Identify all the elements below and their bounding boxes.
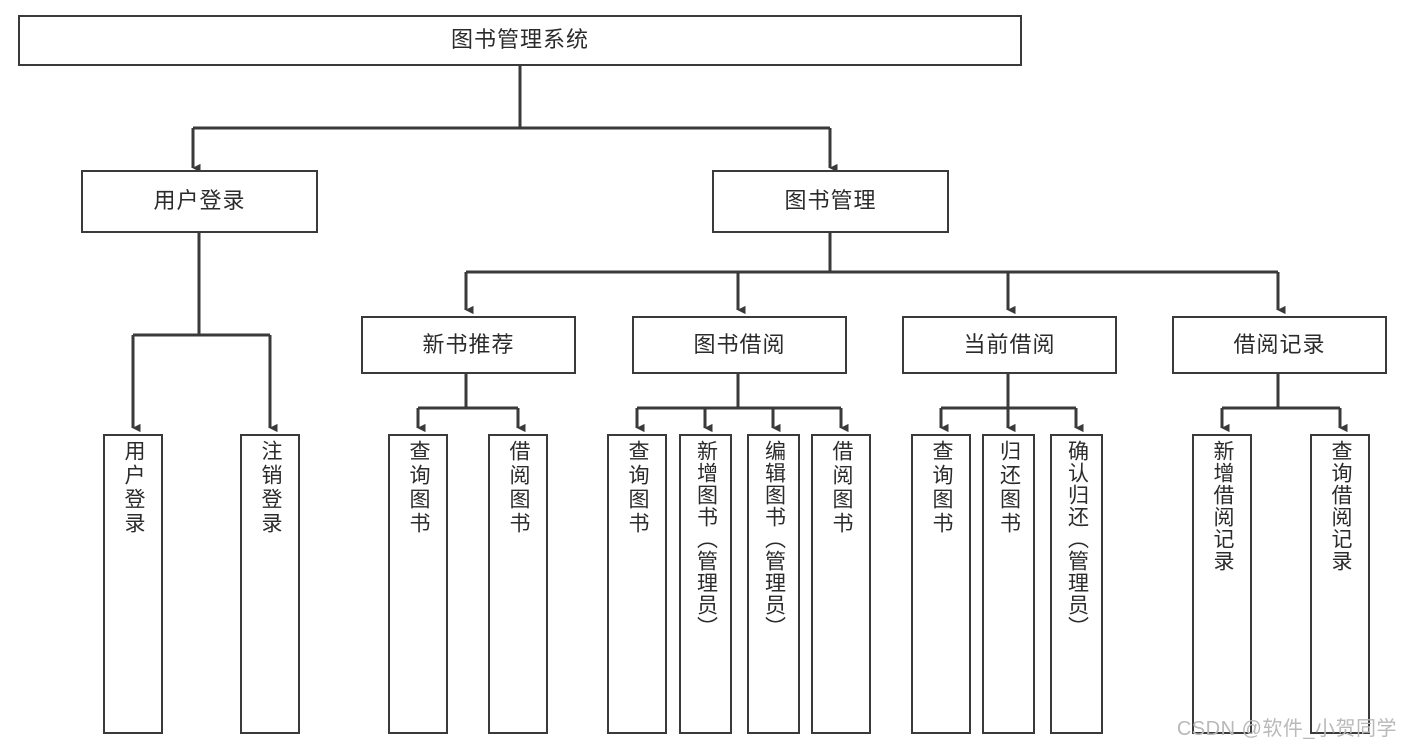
csdn-watermark: CSDN @软件_小贺同学 bbox=[1176, 718, 1397, 740]
leaf-query-book-current[interactable]: 查询图书 bbox=[911, 434, 971, 734]
node-label: 图书借阅 bbox=[693, 331, 786, 357]
node-label: 新增图书（管理员） bbox=[694, 440, 718, 638]
node-label: 查询借阅记录 bbox=[1329, 440, 1353, 572]
leaf-add-book-admin[interactable]: 新增图书（管理员） bbox=[679, 434, 732, 734]
node-borrow-records[interactable]: 借阅记录 bbox=[1172, 316, 1387, 374]
node-label: 借阅记录 bbox=[1233, 331, 1326, 357]
node-label: 归还图书 bbox=[997, 440, 1021, 536]
node-label: 新书推荐 bbox=[422, 331, 515, 357]
leaf-user-login[interactable]: 用户登录 bbox=[103, 434, 163, 734]
node-book-borrow[interactable]: 图书借阅 bbox=[632, 316, 847, 374]
leaf-logout[interactable]: 注销登录 bbox=[240, 434, 300, 734]
node-book-management[interactable]: 图书管理 bbox=[712, 170, 949, 233]
leaf-borrow-book-borrow[interactable]: 借阅图书 bbox=[811, 434, 871, 734]
leaf-confirm-return-admin[interactable]: 确认归还（管理员） bbox=[1050, 434, 1103, 734]
node-current-borrow[interactable]: 当前借阅 bbox=[902, 316, 1117, 374]
node-user-login[interactable]: 用户登录 bbox=[81, 170, 318, 233]
node-label: 查询图书 bbox=[626, 440, 650, 536]
node-label: 确认归还（管理员） bbox=[1065, 440, 1089, 638]
leaf-query-borrow-record[interactable]: 查询借阅记录 bbox=[1310, 434, 1370, 734]
leaf-query-book-borrow[interactable]: 查询图书 bbox=[607, 434, 667, 734]
node-label: 用户登录 bbox=[122, 440, 146, 536]
node-root-book-management-system[interactable]: 图书管理系统 bbox=[18, 15, 1022, 66]
node-label: 图书管理系统 bbox=[450, 27, 589, 53]
leaf-borrow-book-newbook[interactable]: 借阅图书 bbox=[488, 434, 548, 734]
node-label: 编辑图书（管理员） bbox=[762, 440, 786, 638]
node-label: 新增借阅记录 bbox=[1211, 440, 1235, 572]
node-label: 借阅图书 bbox=[830, 440, 854, 536]
node-label: 图书管理 bbox=[784, 188, 877, 214]
node-label: 用户登录 bbox=[153, 188, 246, 214]
leaf-return-book[interactable]: 归还图书 bbox=[982, 434, 1035, 734]
node-label: 当前借阅 bbox=[963, 331, 1056, 357]
node-new-book-recommend[interactable]: 新书推荐 bbox=[361, 316, 576, 374]
node-label: 查询图书 bbox=[407, 440, 431, 536]
leaf-edit-book-admin[interactable]: 编辑图书（管理员） bbox=[747, 434, 800, 734]
node-label: 查询图书 bbox=[930, 440, 954, 536]
node-label: 借阅图书 bbox=[507, 440, 531, 536]
node-label: 注销登录 bbox=[259, 440, 283, 536]
leaf-add-borrow-record[interactable]: 新增借阅记录 bbox=[1192, 434, 1252, 734]
leaf-query-book-newbook[interactable]: 查询图书 bbox=[388, 434, 448, 734]
